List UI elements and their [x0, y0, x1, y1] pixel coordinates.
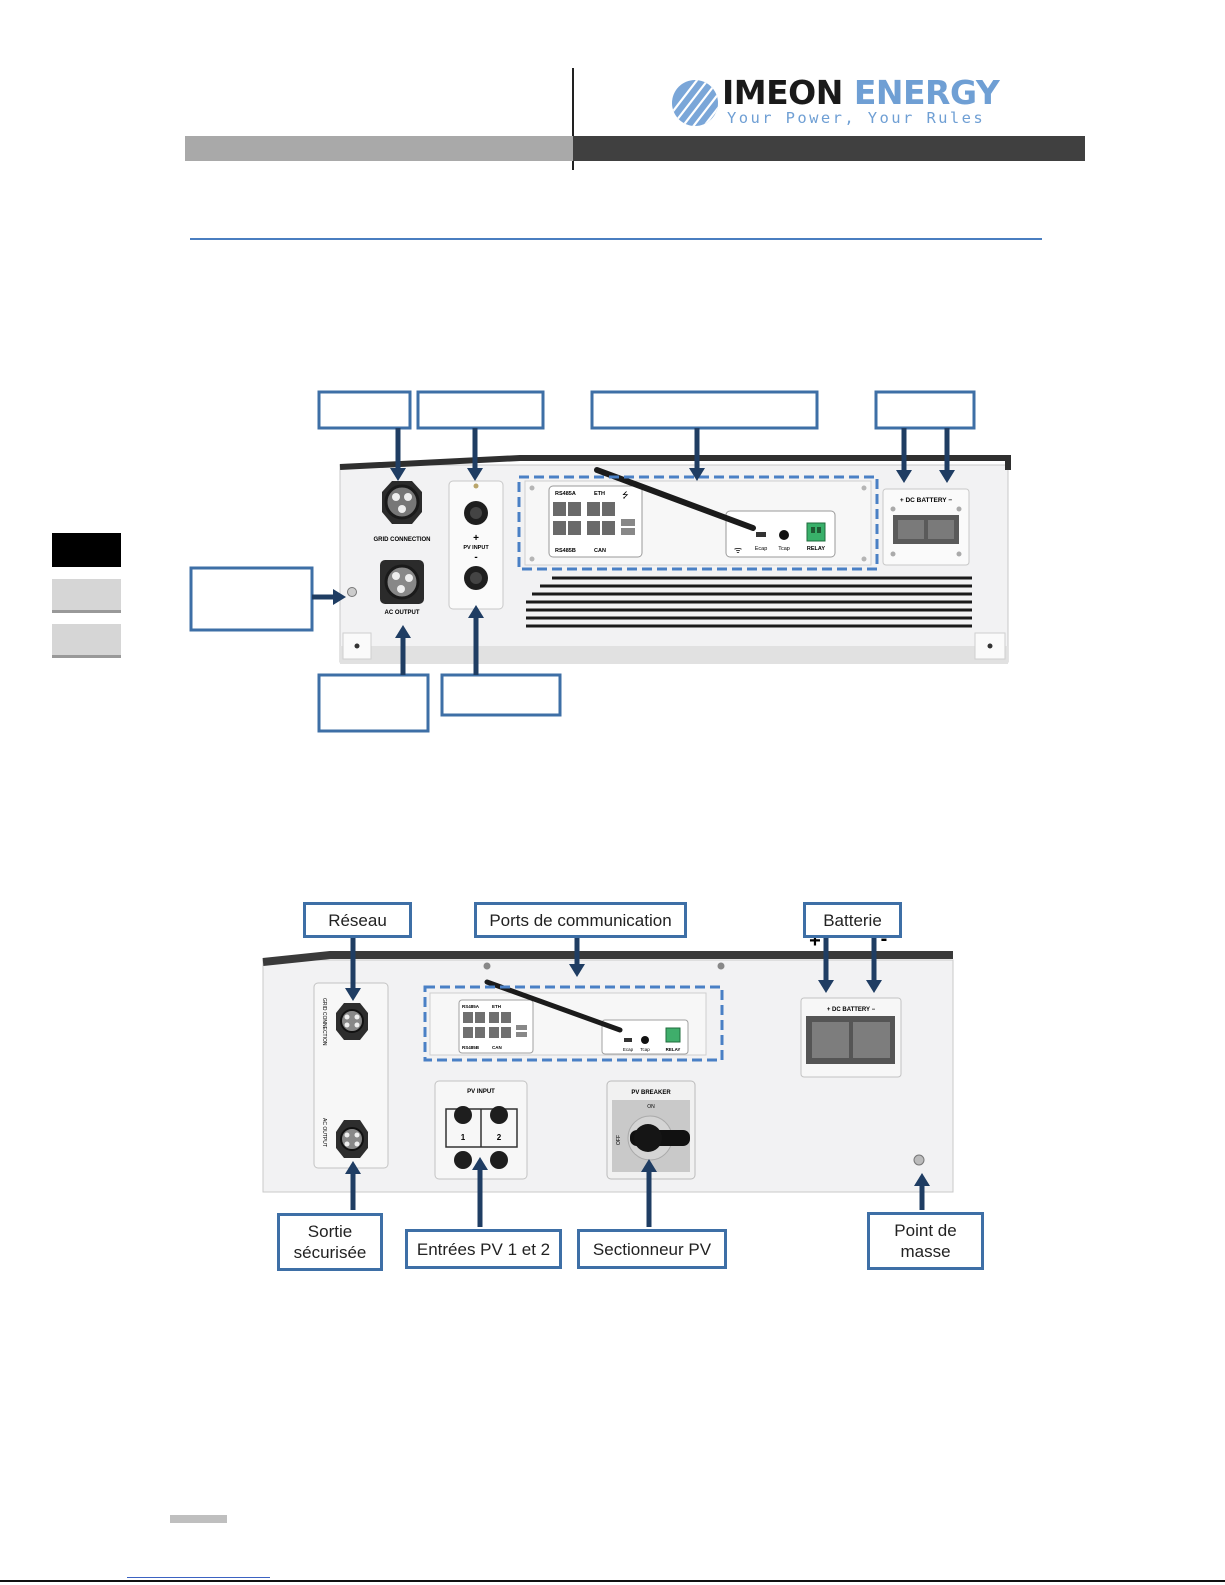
- inverter-top-rail: [339, 455, 1011, 470]
- brand-primary: IMEON: [722, 73, 843, 112]
- side-tab[interactable]: [52, 579, 121, 613]
- header-bar-left: [185, 136, 573, 161]
- figure1-callouts: [189, 390, 976, 733]
- brand-tagline: Your Power, Your Rules: [727, 109, 986, 127]
- pv-plus-label: +: [473, 533, 479, 544]
- can-label: CAN: [594, 548, 606, 554]
- usb-port-icon: [621, 519, 635, 526]
- ecap-label: Ecap: [755, 546, 768, 552]
- relay-label: RELAY: [666, 1047, 681, 1052]
- dc-battery-label: + DC BATTERY −: [827, 1007, 876, 1013]
- section-rule: [190, 238, 1042, 240]
- eth-label: ETH: [594, 491, 605, 497]
- tcap-label: Tcap: [778, 546, 790, 552]
- rs485b-label: RS485B: [462, 1045, 480, 1050]
- breaker-on-label: ON: [647, 1104, 655, 1110]
- vent-slots: [526, 576, 972, 628]
- ecap-label: Ecap: [623, 1047, 634, 1052]
- ecap-port: [756, 532, 766, 537]
- pv-input-label: PV INPUT: [467, 1089, 495, 1095]
- usb-port-icon: [516, 1025, 527, 1030]
- tcap-label: Tcap: [640, 1047, 650, 1052]
- usb-icon: ⭍: [622, 491, 629, 500]
- side-tab[interactable]: [52, 624, 121, 658]
- tcap-button-icon[interactable]: [641, 1036, 649, 1044]
- pv-connectors-icon: [454, 1106, 508, 1169]
- can-label: CAN: [492, 1045, 502, 1050]
- comm-highlight-box: [423, 985, 724, 1062]
- rs485a-label: RS485A: [555, 491, 576, 497]
- battery-minus-sign: -: [881, 928, 888, 950]
- pv2-label: 2: [497, 1133, 502, 1142]
- ground-point-icon: [913, 1154, 925, 1166]
- callout-entrees: Entrées PV 1 et 2: [405, 1229, 562, 1269]
- header-bar-right: [573, 136, 1085, 161]
- side-tab-active[interactable]: [52, 533, 121, 567]
- breaker-off-label: OFF: [616, 1135, 622, 1145]
- ecap-port: [624, 1038, 632, 1042]
- ac-output-label: AC OUTPUT: [321, 1118, 327, 1147]
- figure1-inverter-diagram: GRID CONNECTION AC OUTPUT + PV INPUT - R…: [189, 390, 1011, 733]
- ac-output-connector-icon: [380, 560, 424, 604]
- figure1-arrows: [312, 428, 955, 675]
- wifi-icon: ᯤ: [734, 545, 742, 555]
- callout-ports: Ports de communication: [474, 902, 687, 938]
- pv-minus-label: -: [474, 552, 477, 563]
- header-divider: [572, 68, 574, 170]
- grid-connection-label: GRID CONNECTION: [374, 537, 431, 543]
- tcap-button-icon[interactable]: [779, 530, 789, 540]
- callout-sectionneur: Sectionneur PV: [577, 1229, 727, 1269]
- footer-link-underline[interactable]: [127, 1577, 270, 1578]
- relay-label: RELAY: [807, 546, 825, 552]
- figure2-arrows: [345, 930, 930, 1227]
- inverter-top-rail: [262, 951, 953, 966]
- grid-connection-label: GRID CONNECTION: [321, 998, 327, 1046]
- callout-reseau: Réseau: [303, 902, 412, 938]
- grid-connection-connector-icon: [336, 1003, 368, 1040]
- footer-rule: [0, 1580, 1225, 1582]
- ground-screw-icon: [347, 587, 357, 597]
- inverter-base: [340, 646, 1008, 664]
- rj45-ports-icon: [463, 1012, 511, 1038]
- footer-bar: [170, 1515, 227, 1523]
- dc-battery-label: + DC BATTERY −: [900, 497, 952, 504]
- wifi-antenna: [594, 467, 756, 531]
- wifi-antenna: [484, 979, 623, 1033]
- ac-output-connector-icon: [336, 1120, 368, 1158]
- callout-sortie: Sortie sécurisée: [277, 1213, 383, 1271]
- figure2-inverter-diagram: GRID CONNECTION AC OUTPUT RS485A ETH RS4…: [262, 928, 954, 1227]
- rs485a-label: RS485A: [462, 1004, 480, 1009]
- ac-output-label: AC OUTPUT: [385, 610, 420, 616]
- pv1-label: 1: [461, 1133, 466, 1142]
- imeon-logo-icon: [672, 80, 718, 126]
- grid-connection-connector-icon: [382, 481, 422, 524]
- relay-terminal-icon: [665, 1027, 681, 1043]
- pv-breaker-label: PV BREAKER: [631, 1090, 671, 1096]
- brand-secondary: ENERGY: [853, 73, 1000, 112]
- rs485b-label: RS485B: [555, 548, 576, 554]
- battery-plus-sign: +: [809, 930, 821, 952]
- pv-input-label: PV INPUT: [463, 545, 489, 551]
- eth-label: ETH: [492, 1004, 501, 1009]
- rj45-ports-icon: [553, 502, 615, 535]
- callout-masse: Point de masse: [867, 1212, 984, 1270]
- relay-terminal-icon: [806, 522, 826, 542]
- brand-name: IMEON ENERGY: [722, 73, 1000, 113]
- callout-batterie: Batterie: [803, 902, 902, 938]
